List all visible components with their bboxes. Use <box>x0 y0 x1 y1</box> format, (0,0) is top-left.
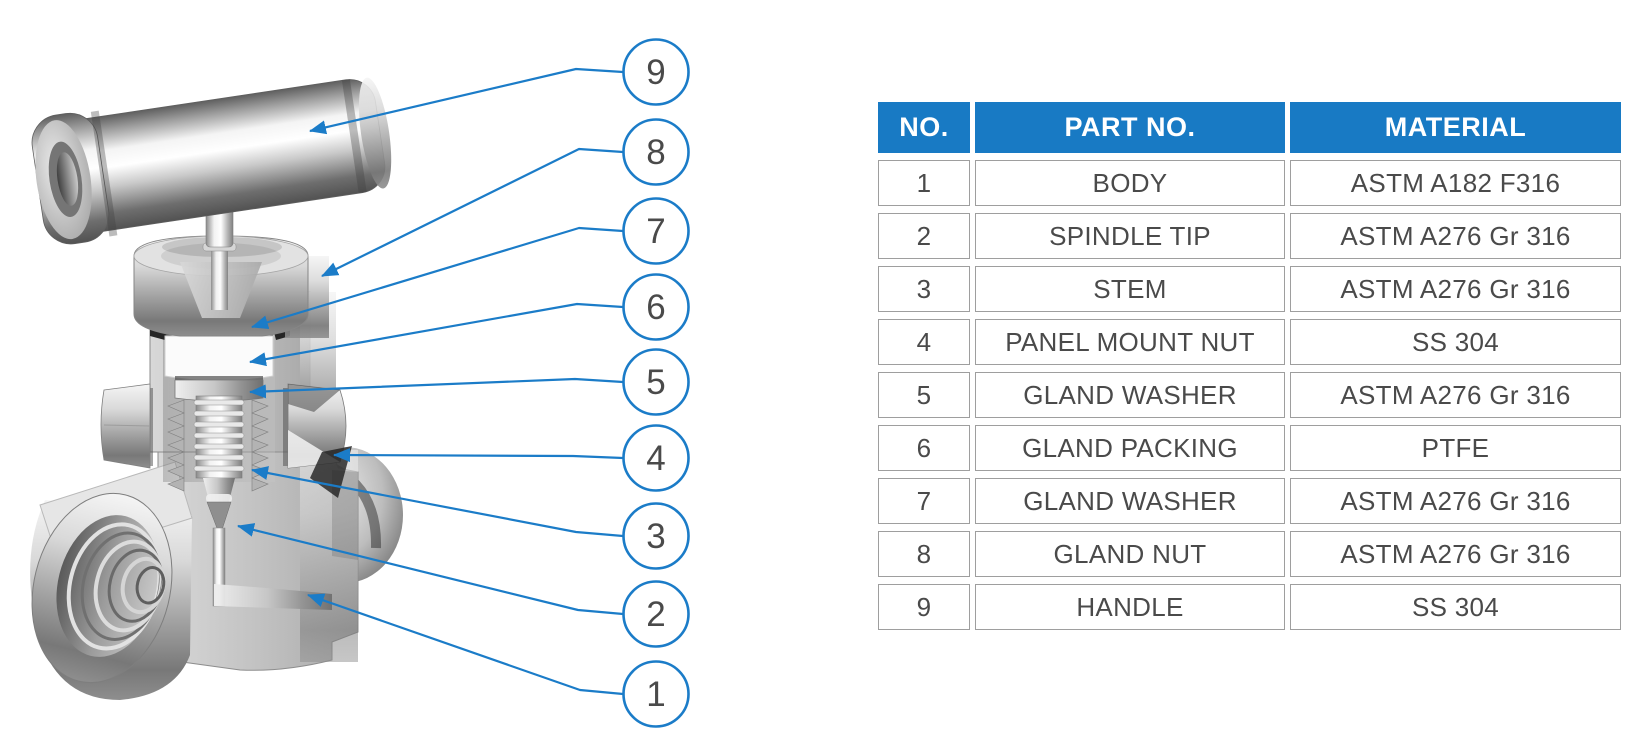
part-cell: GLAND WASHER <box>975 478 1285 524</box>
part-cell: BODY <box>975 160 1285 206</box>
material-cell: ASTM A276 Gr 316 <box>1290 478 1621 524</box>
material-cell: SS 304 <box>1290 584 1621 630</box>
leader-line-5 <box>249 377 624 399</box>
callout-6: 6 <box>249 273 690 367</box>
callout-circle-5 <box>622 348 690 416</box>
no-cell: 9 <box>878 584 970 630</box>
callout-number-3: 3 <box>646 517 665 556</box>
stem-threads <box>193 399 245 472</box>
table-row-5: 5 GLAND WASHER ASTM A276 Gr 316 <box>878 372 1621 418</box>
callout-number-8: 8 <box>646 133 665 172</box>
spindle-tip <box>206 501 232 537</box>
gland-packing <box>164 335 274 382</box>
material-cell: ASTM A276 Gr 316 <box>1290 531 1621 577</box>
panel-mount-nut-left <box>100 383 151 469</box>
no-cell: 4 <box>878 319 970 365</box>
material-cell: ASTM A276 Gr 316 <box>1290 372 1621 418</box>
callout-7: 7 <box>251 197 690 330</box>
callout-1: 1 <box>307 593 690 728</box>
table-header-row: NO. PART NO. MATERIAL <box>878 102 1621 153</box>
callout-circle-4 <box>622 424 690 492</box>
table-row-2: 2 SPINDLE TIP ASTM A276 Gr 316 <box>878 213 1621 259</box>
callout-5: 5 <box>249 348 690 416</box>
leader-line-4 <box>333 448 624 463</box>
table-row-6: 6 GLAND PACKING PTFE <box>878 425 1621 471</box>
callout-circle-2 <box>622 580 690 648</box>
leader-line-6 <box>249 302 624 367</box>
table-row-8: 8 GLAND NUT ASTM A276 Gr 316 <box>878 531 1621 577</box>
callout-number-6: 6 <box>646 288 665 327</box>
no-cell: 7 <box>878 478 970 524</box>
leader-line-1 <box>307 593 624 696</box>
callout-3: 3 <box>251 466 690 570</box>
no-cell: 1 <box>878 160 970 206</box>
callout-number-1: 1 <box>646 675 665 714</box>
callout-2: 2 <box>237 523 690 648</box>
part-cell: SPINDLE TIP <box>975 213 1285 259</box>
part-cell: GLAND WASHER <box>975 372 1285 418</box>
callout-number-4: 4 <box>646 439 665 478</box>
leader-line-9 <box>309 67 624 135</box>
needle-valve <box>30 77 403 700</box>
no-cell: 2 <box>878 213 970 259</box>
leader-line-2 <box>237 523 624 616</box>
callout-circle-7 <box>622 197 690 265</box>
no-cell: 3 <box>878 266 970 312</box>
callout-number-5: 5 <box>646 363 665 402</box>
callout-circle-6 <box>622 273 690 341</box>
table-row-3: 3 STEM ASTM A276 Gr 316 <box>878 266 1621 312</box>
callout-number-9: 9 <box>646 53 665 92</box>
part-cell: STEM <box>975 266 1285 312</box>
no-cell: 8 <box>878 531 970 577</box>
material-cell: PTFE <box>1290 425 1621 471</box>
handle-bore <box>56 152 79 206</box>
callout-circle-1 <box>622 660 690 728</box>
valve-handle <box>31 77 392 245</box>
part-cell: GLAND NUT <box>975 531 1285 577</box>
material-cell: ASTM A276 Gr 316 <box>1290 213 1621 259</box>
callouts: 9 8 7 6 5 <box>237 38 690 728</box>
leader-line-3 <box>251 466 624 538</box>
callout-8: 8 <box>321 118 690 277</box>
part-cell: GLAND PACKING <box>975 425 1285 471</box>
header-material: MATERIAL <box>1290 102 1621 153</box>
no-cell: 5 <box>878 372 970 418</box>
material-cell: SS 304 <box>1290 319 1621 365</box>
table-row-9: 9 HANDLE SS 304 <box>878 584 1621 630</box>
callout-number-2: 2 <box>646 595 665 634</box>
flow-passage <box>214 584 332 610</box>
header-no: NO. <box>878 102 970 153</box>
leader-line-8 <box>321 147 624 277</box>
callout-number-7: 7 <box>646 212 665 251</box>
material-cell: ASTM A276 Gr 316 <box>1290 266 1621 312</box>
callout-4: 4 <box>333 424 690 492</box>
callout-9: 9 <box>309 38 690 135</box>
inlet-threads <box>66 522 166 651</box>
parts-table: NO. PART NO. MATERIAL 1 BODY ASTM A182 F… <box>878 102 1621 630</box>
bore-threads-left <box>167 399 185 492</box>
callout-circle-3 <box>622 502 690 570</box>
part-cell: PANEL MOUNT NUT <box>975 319 1285 365</box>
callout-circle-9 <box>622 38 690 106</box>
header-part-no: PART NO. <box>975 102 1285 153</box>
table-row-4: 4 PANEL MOUNT NUT SS 304 <box>878 319 1621 365</box>
table-row-1: 1 BODY ASTM A182 F316 <box>878 160 1621 206</box>
no-cell: 6 <box>878 425 970 471</box>
leader-line-7 <box>251 226 624 330</box>
table-row-7: 7 GLAND WASHER ASTM A276 Gr 316 <box>878 478 1621 524</box>
material-cell: ASTM A182 F316 <box>1290 160 1621 206</box>
part-cell: HANDLE <box>975 584 1285 630</box>
callout-circle-8 <box>622 118 690 186</box>
valve-cutaway-illustration: 9 8 7 6 5 <box>30 38 690 728</box>
